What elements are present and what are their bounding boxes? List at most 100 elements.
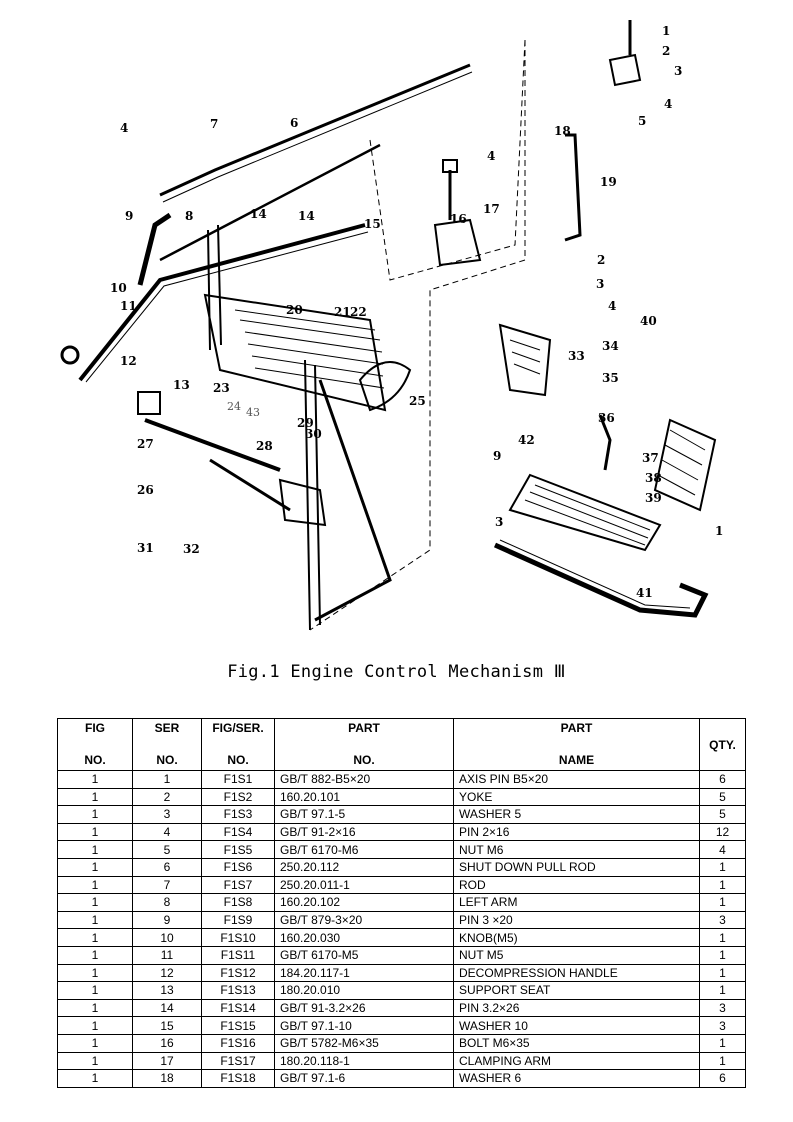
svg-text:16: 16 bbox=[450, 212, 467, 226]
ser-no-cell: 2 bbox=[132, 788, 202, 807]
ser-no-cell: 10 bbox=[132, 928, 202, 947]
part-name-cell: YOKE bbox=[453, 788, 700, 807]
qty-cell: 12 bbox=[699, 823, 746, 842]
svg-text:24: 24 bbox=[227, 400, 241, 413]
ser-no-cell: 18 bbox=[132, 1069, 202, 1088]
svg-text:7: 7 bbox=[210, 117, 218, 131]
qty-cell: 1 bbox=[699, 876, 746, 895]
qty-cell: 6 bbox=[699, 1069, 746, 1088]
ser-no-cell: 8 bbox=[132, 893, 202, 912]
svg-text:38: 38 bbox=[645, 471, 662, 485]
svg-text:42: 42 bbox=[518, 433, 535, 447]
ser-no-cell: 14 bbox=[132, 999, 202, 1018]
ser-no-cell: 3 bbox=[132, 805, 202, 824]
part-no-cell: GB/T 879-3×20 bbox=[274, 911, 454, 930]
fig-no-cell: 1 bbox=[57, 876, 133, 895]
part-no-cell: GB/T 5782-M6×35 bbox=[274, 1034, 454, 1053]
svg-text:14: 14 bbox=[298, 209, 315, 223]
part-no-cell: 250.20.011-1 bbox=[274, 876, 454, 895]
part-name-cell: ROD bbox=[453, 876, 700, 895]
fig-ser-no-cell: F1S1 bbox=[201, 770, 275, 789]
ser-no-cell: 12 bbox=[132, 964, 202, 983]
part-no-cell: 160.20.102 bbox=[274, 893, 454, 912]
fig-ser-no-cell: F1S14 bbox=[201, 999, 275, 1018]
header-qty: QTY. bbox=[699, 718, 746, 771]
ser-no-cell: 13 bbox=[132, 981, 202, 1000]
part-name-cell: NUT M5 bbox=[453, 946, 700, 965]
svg-text:32: 32 bbox=[183, 542, 200, 556]
svg-text:9: 9 bbox=[125, 209, 133, 223]
svg-text:43: 43 bbox=[246, 406, 260, 419]
qty-cell: 1 bbox=[699, 1034, 746, 1053]
part-no-cell: 180.20.118-1 bbox=[274, 1052, 454, 1071]
part-name-cell: WASHER 5 bbox=[453, 805, 700, 824]
svg-text:9: 9 bbox=[493, 449, 501, 463]
fig-no-cell: 1 bbox=[57, 1069, 133, 1088]
parts-list-table: FIG NO. SER NO. FIG/SER. NO. PART NO. PA… bbox=[57, 718, 746, 1088]
part-name-cell: CLAMPING ARM bbox=[453, 1052, 700, 1071]
svg-text:15: 15 bbox=[364, 217, 381, 231]
svg-text:37: 37 bbox=[642, 451, 659, 465]
part-no-cell: GB/T 97.1-6 bbox=[274, 1069, 454, 1088]
svg-text:18: 18 bbox=[554, 124, 571, 138]
table-header-row: FIG NO. SER NO. FIG/SER. NO. PART NO. PA… bbox=[57, 718, 746, 771]
part-no-cell: GB/T 91-3.2×26 bbox=[274, 999, 454, 1018]
svg-text:3: 3 bbox=[596, 277, 604, 291]
part-name-cell: DECOMPRESSION HANDLE bbox=[453, 964, 700, 983]
svg-text:11: 11 bbox=[120, 299, 137, 313]
fig-ser-no-cell: F1S8 bbox=[201, 893, 275, 912]
fig-ser-no-cell: F1S7 bbox=[201, 876, 275, 895]
fig-no-cell: 1 bbox=[57, 1034, 133, 1053]
svg-text:22: 22 bbox=[350, 305, 367, 319]
fig-no-cell: 1 bbox=[57, 981, 133, 1000]
svg-text:6: 6 bbox=[290, 116, 298, 130]
header-fig-no: FIG NO. bbox=[57, 718, 133, 771]
part-no-cell: 180.20.010 bbox=[274, 981, 454, 1000]
qty-cell: 1 bbox=[699, 1052, 746, 1071]
svg-text:39: 39 bbox=[645, 491, 662, 505]
part-name-cell: NUT M6 bbox=[453, 840, 700, 859]
svg-text:4: 4 bbox=[120, 121, 128, 135]
qty-cell: 1 bbox=[699, 946, 746, 965]
qty-cell: 5 bbox=[699, 805, 746, 824]
fig-ser-no-cell: F1S10 bbox=[201, 928, 275, 947]
svg-text:13: 13 bbox=[173, 378, 190, 392]
svg-text:4: 4 bbox=[664, 97, 672, 111]
part-no-cell: 250.20.112 bbox=[274, 858, 454, 877]
ser-no-cell: 11 bbox=[132, 946, 202, 965]
fig-ser-no-cell: F1S16 bbox=[201, 1034, 275, 1053]
fig-ser-no-cell: F1S9 bbox=[201, 911, 275, 930]
svg-text:25: 25 bbox=[409, 394, 426, 408]
svg-text:4: 4 bbox=[608, 299, 616, 313]
qty-cell: 1 bbox=[699, 893, 746, 912]
svg-text:34: 34 bbox=[602, 339, 619, 353]
svg-text:35: 35 bbox=[602, 371, 619, 385]
svg-text:33: 33 bbox=[568, 349, 585, 363]
fig-ser-no-cell: F1S11 bbox=[201, 946, 275, 965]
fig-no-cell: 1 bbox=[57, 823, 133, 842]
fig-ser-no-cell: F1S13 bbox=[201, 981, 275, 1000]
part-name-cell: WASHER 6 bbox=[453, 1069, 700, 1088]
qty-cell: 3 bbox=[699, 1016, 746, 1035]
part-no-cell: GB/T 6170-M5 bbox=[274, 946, 454, 965]
part-name-cell: WASHER 10 bbox=[453, 1016, 700, 1035]
svg-text:17: 17 bbox=[483, 202, 500, 216]
ser-no-cell: 17 bbox=[132, 1052, 202, 1071]
part-no-cell: GB/T 97.1-5 bbox=[274, 805, 454, 824]
fig-no-cell: 1 bbox=[57, 911, 133, 930]
part-no-cell: GB/T 97.1-10 bbox=[274, 1016, 454, 1035]
qty-cell: 1 bbox=[699, 964, 746, 983]
svg-text:40: 40 bbox=[640, 314, 657, 328]
part-name-cell: PIN 3.2×26 bbox=[453, 999, 700, 1018]
part-name-cell: SUPPORT SEAT bbox=[453, 981, 700, 1000]
